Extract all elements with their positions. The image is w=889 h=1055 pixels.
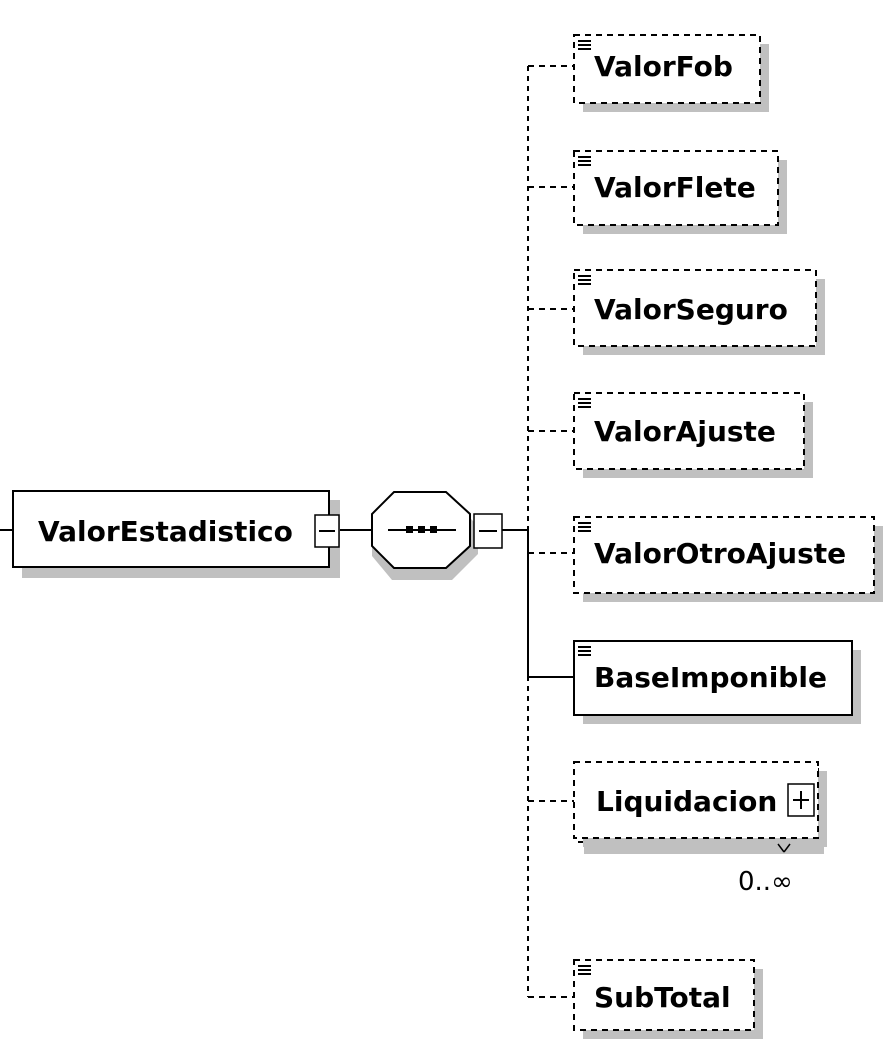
child-box xyxy=(573,150,779,226)
child-label: ValorSeguro xyxy=(594,293,788,326)
child-box xyxy=(573,516,875,594)
root-collapse-toggle[interactable] xyxy=(314,514,340,548)
child-label: ValorFob xyxy=(594,50,733,83)
child-label: ValorAjuste xyxy=(594,415,776,448)
child-box xyxy=(573,269,817,347)
simple-content-icon xyxy=(578,965,591,975)
child-element-baseimponible[interactable]: BaseImponible xyxy=(528,640,861,724)
occurrence-tick xyxy=(777,843,785,853)
simple-content-icon xyxy=(578,156,591,166)
child-element-valorajuste[interactable]: ValorAjuste xyxy=(528,392,813,478)
child-label: ValorOtroAjuste xyxy=(594,537,846,570)
child-element-valorflete[interactable]: ValorFlete xyxy=(528,150,787,234)
sequence-icon xyxy=(388,526,456,533)
root-element-label: ValorEstadistico xyxy=(38,515,293,548)
expand-toggle[interactable] xyxy=(787,783,815,817)
child-box xyxy=(573,959,755,1031)
root-element[interactable]: ValorEstadistico xyxy=(12,490,340,578)
plus-icon xyxy=(793,791,809,809)
child-box xyxy=(573,761,819,839)
simple-content-icon xyxy=(578,40,591,50)
child-element-subtotal[interactable]: SubTotal xyxy=(528,959,763,1039)
sequence-compositor[interactable] xyxy=(371,491,503,580)
occurrence-label: 0..∞ xyxy=(738,867,793,897)
simple-content-icon xyxy=(578,398,591,408)
child-box xyxy=(573,392,805,470)
child-element-valorfob[interactable]: ValorFob xyxy=(528,34,769,112)
sequence-collapse-toggle[interactable] xyxy=(473,513,503,549)
child-label: ValorFlete xyxy=(594,171,756,204)
child-label: Liquidacion xyxy=(596,785,777,818)
simple-content-icon xyxy=(578,522,591,532)
child-element-liquidacion[interactable]: Liquidacion 0..∞ xyxy=(528,761,827,897)
child-element-valorseguro[interactable]: ValorSeguro xyxy=(528,269,825,355)
child-box xyxy=(573,34,761,104)
occurrence-tick xyxy=(783,843,791,853)
simple-content-icon xyxy=(578,646,591,656)
root-element-box xyxy=(12,490,330,568)
child-box xyxy=(573,640,853,716)
child-label: SubTotal xyxy=(594,981,731,1014)
child-label: BaseImponible xyxy=(594,661,827,694)
children-layer: ValorFobValorFleteValorSeguroValorAjuste… xyxy=(528,34,883,1039)
child-element-valorotroajuste[interactable]: ValorOtroAjuste xyxy=(528,516,883,602)
simple-content-icon xyxy=(578,275,591,285)
